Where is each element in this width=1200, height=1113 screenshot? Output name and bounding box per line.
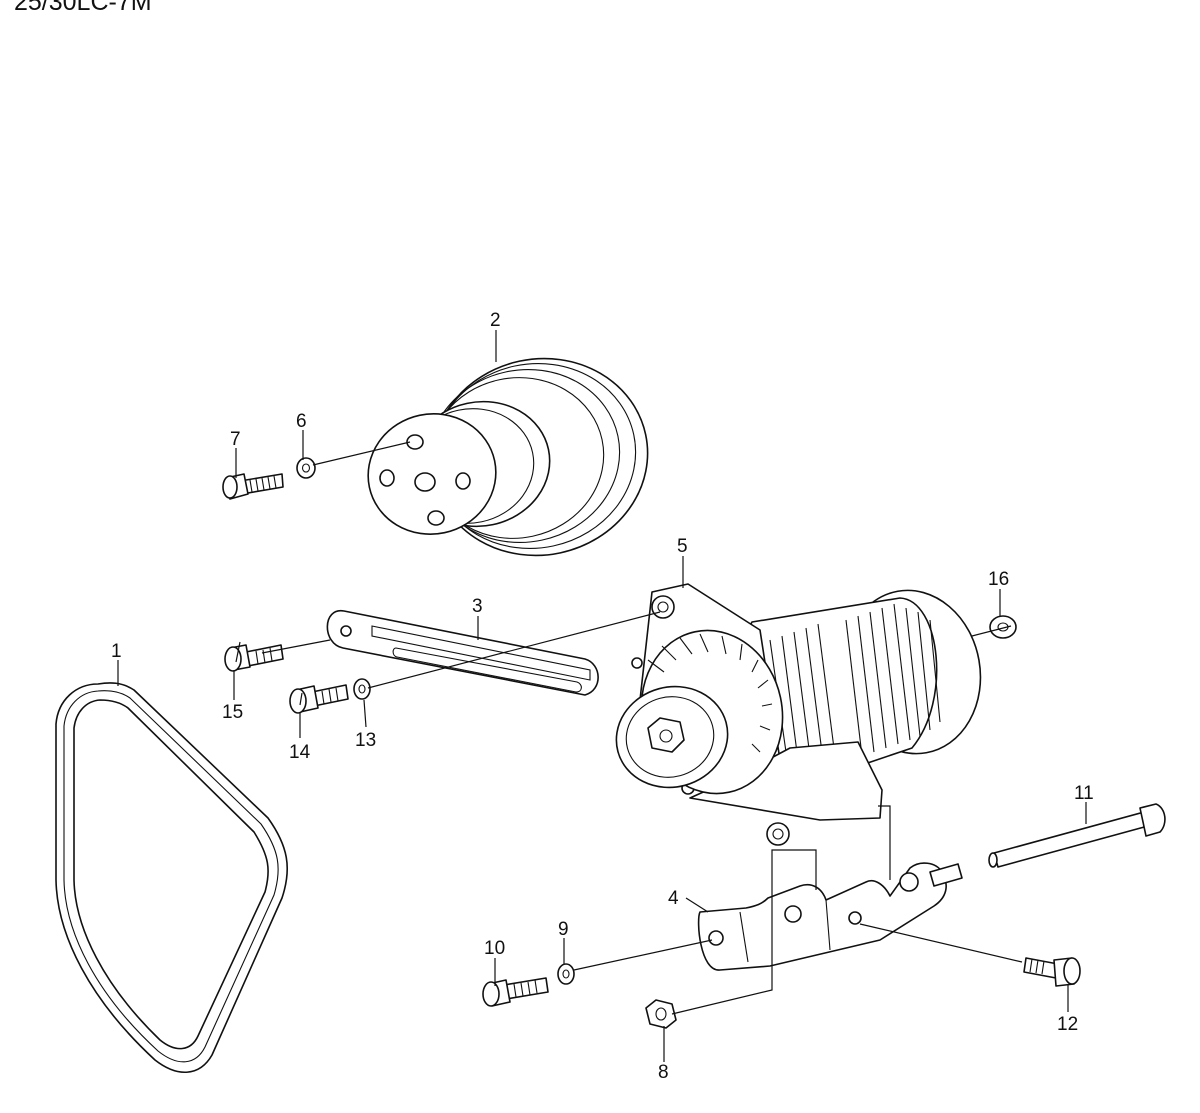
nut-16[interactable]: [989, 615, 1017, 639]
callout-14: 14: [289, 742, 311, 763]
water-pump-pulley[interactable]: [357, 339, 666, 576]
mounting-bracket[interactable]: [697, 862, 947, 971]
long-bolt-11[interactable]: [929, 803, 1166, 887]
callout-7: 7: [230, 429, 241, 450]
callout-8: 8: [658, 1062, 669, 1083]
bolt-15[interactable]: [224, 644, 284, 672]
callout-labels: 1 2 3 4 5 6 7 8 9 10 11 12 13 14 15 16: [111, 310, 1094, 1083]
adjusting-strap[interactable]: [326, 610, 599, 696]
bolt-14[interactable]: [289, 684, 349, 714]
callout-10: 10: [484, 938, 505, 959]
callout-9: 9: [558, 919, 569, 940]
callout-6: 6: [296, 411, 307, 432]
bolt-12[interactable]: [1023, 957, 1081, 987]
callout-11: 11: [1074, 783, 1094, 804]
washer-9[interactable]: [557, 963, 575, 985]
callout-5: 5: [677, 536, 688, 557]
model-header: 25/30LC-7M: [14, 0, 152, 16]
washer-13[interactable]: [353, 678, 371, 700]
callout-1: 1: [111, 641, 122, 662]
bolt-10[interactable]: [482, 977, 549, 1007]
alternator[interactable]: [605, 579, 993, 846]
nut-8[interactable]: [645, 999, 677, 1029]
callout-13: 13: [355, 730, 376, 751]
leader-lines: [117, 330, 1087, 1062]
callout-2: 2: [490, 310, 501, 331]
bolt-7[interactable]: [222, 473, 284, 500]
callout-4: 4: [668, 888, 679, 909]
callout-12: 12: [1057, 1014, 1078, 1035]
v-belt[interactable]: [55, 682, 288, 1074]
callout-16: 16: [988, 569, 1009, 590]
callout-15: 15: [222, 702, 243, 723]
washer-6[interactable]: [296, 457, 316, 479]
callout-3: 3: [472, 596, 483, 617]
